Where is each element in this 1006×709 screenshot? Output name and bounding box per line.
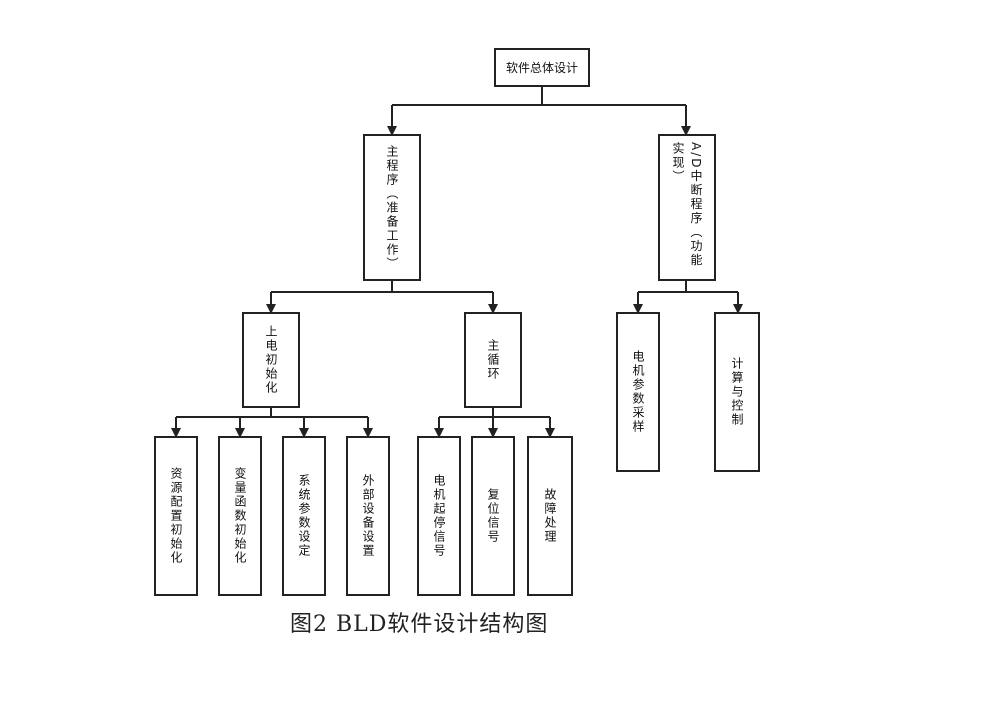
sys-param-set-node: 系统参数设定 xyxy=(282,436,326,596)
ad-interrupt-node: A/D中断程序（功能实现） xyxy=(658,134,716,281)
sys-param-set-label: 系统参数设定 xyxy=(297,474,311,558)
motor-start-stop-label: 电机起停信号 xyxy=(432,474,446,558)
reset-signal-node: 复位信号 xyxy=(471,436,515,596)
root-label: 软件总体设计 xyxy=(505,61,578,75)
main-program-label: 主程序（准备工作） xyxy=(385,144,399,271)
root-node: 软件总体设计 xyxy=(494,48,590,87)
ad-interrupt-label: A/D中断程序（功能实现） xyxy=(671,142,703,268)
calc-control-label: 计算与控制 xyxy=(730,357,744,427)
ext-device-set-node: 外部设备设置 xyxy=(346,436,390,596)
ext-device-set-label: 外部设备设置 xyxy=(361,474,375,558)
main-program-node: 主程序（准备工作） xyxy=(363,134,421,281)
power-on-init-node: 上电初始化 xyxy=(242,312,300,408)
reset-signal-label: 复位信号 xyxy=(486,488,500,544)
var-func-init-label: 变量函数初始化 xyxy=(233,467,247,565)
main-loop-label: 主循环 xyxy=(486,339,500,381)
fault-handling-node: 故障处理 xyxy=(527,436,573,596)
resource-init-node: 资源配置初始化 xyxy=(154,436,198,596)
var-func-init-node: 变量函数初始化 xyxy=(218,436,262,596)
motor-start-stop-node: 电机起停信号 xyxy=(417,436,461,596)
figure-caption: 图2 BLD软件设计结构图 xyxy=(290,612,549,637)
main-loop-node: 主循环 xyxy=(464,312,522,408)
resource-init-label: 资源配置初始化 xyxy=(169,467,183,565)
motor-param-sampling-label: 电机参数采样 xyxy=(631,350,645,434)
power-on-init-label: 上电初始化 xyxy=(264,325,278,395)
motor-param-sampling-node: 电机参数采样 xyxy=(616,312,660,472)
calc-control-node: 计算与控制 xyxy=(714,312,760,472)
fault-handling-label: 故障处理 xyxy=(543,488,557,544)
